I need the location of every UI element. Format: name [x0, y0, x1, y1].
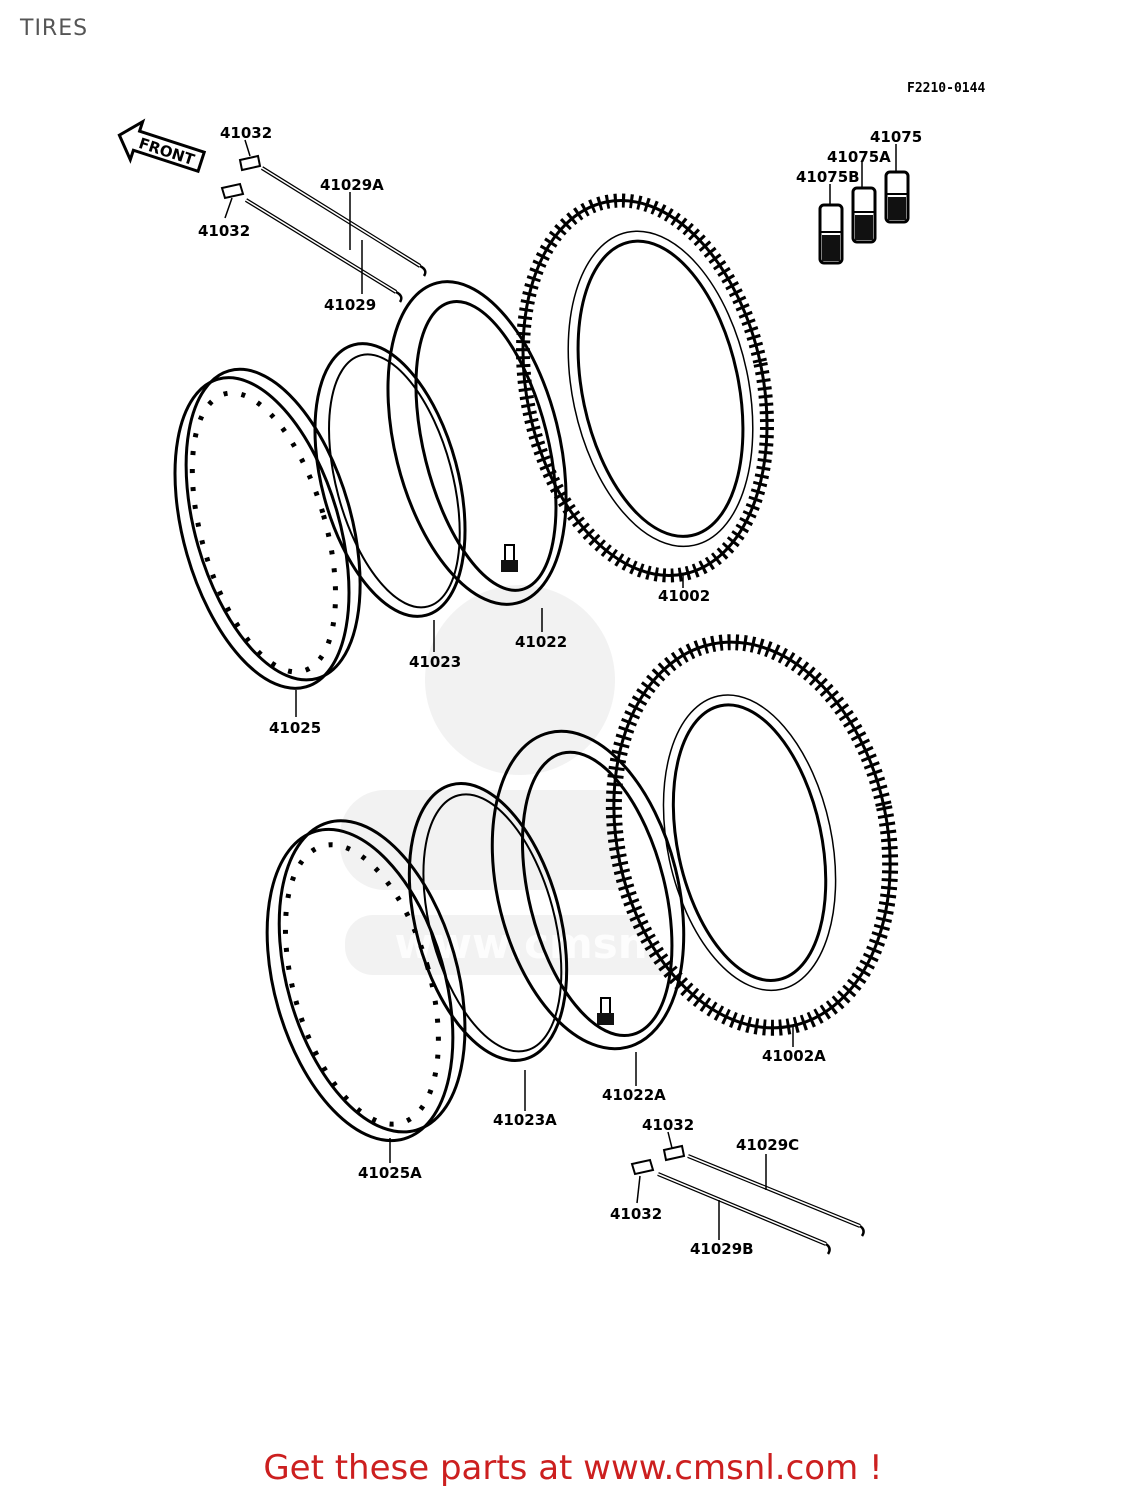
label-41075A: 41075A	[827, 148, 891, 166]
label-41023A: 41023A	[493, 1111, 557, 1129]
rim-band-41023A	[407, 782, 569, 1062]
label-41032: 41032	[642, 1116, 694, 1134]
label-41032: 41032	[220, 124, 272, 142]
spoke-41029	[220, 182, 403, 303]
parts-diagram: www.cmsnl.com F2210-0144 FRONT	[117, 81, 985, 1258]
valve-cap-41075	[884, 170, 910, 224]
tube-valve-41022	[501, 544, 518, 572]
leader-lines	[224, 139, 897, 1240]
valve-cap-41075B	[818, 203, 844, 265]
footer-link[interactable]: Get these parts at www.cmsnl.com !	[263, 1448, 883, 1488]
front-arrow-icon: FRONT	[117, 118, 207, 174]
label-41022: 41022	[515, 633, 567, 651]
reference-code: F2210-0144	[907, 81, 985, 96]
label-41029B: 41029B	[690, 1240, 754, 1258]
label-41075: 41075	[870, 128, 922, 146]
spoke-41029A	[238, 154, 427, 277]
rim-41025A	[265, 819, 467, 1143]
label-41025A: 41025A	[358, 1164, 422, 1182]
valve-cap-41075A	[851, 186, 877, 244]
tube-41022A	[490, 729, 686, 1051]
label-41022A: 41022A	[602, 1086, 666, 1104]
label-41023: 41023	[409, 653, 461, 671]
label-41002: 41002	[658, 587, 710, 605]
spoke-41029C	[662, 1144, 865, 1237]
rim-band-41023	[313, 342, 467, 618]
label-41029C: 41029C	[736, 1136, 799, 1154]
rim-41025	[173, 367, 362, 690]
label-41075B: 41075B	[796, 168, 860, 186]
label-41032: 41032	[198, 222, 250, 240]
spoke-41029B	[630, 1158, 831, 1255]
tube-41022	[386, 280, 568, 606]
label-41025: 41025	[269, 719, 321, 737]
tire-41002A	[605, 634, 899, 1036]
page-title: TIRES	[20, 16, 89, 41]
label-41029A: 41029A	[320, 176, 384, 194]
label-41032: 41032	[610, 1205, 662, 1223]
label-41002A: 41002A	[762, 1047, 826, 1065]
tube-valve-41022A	[597, 997, 614, 1025]
label-41029: 41029	[324, 296, 376, 314]
tire-41002	[516, 193, 774, 583]
